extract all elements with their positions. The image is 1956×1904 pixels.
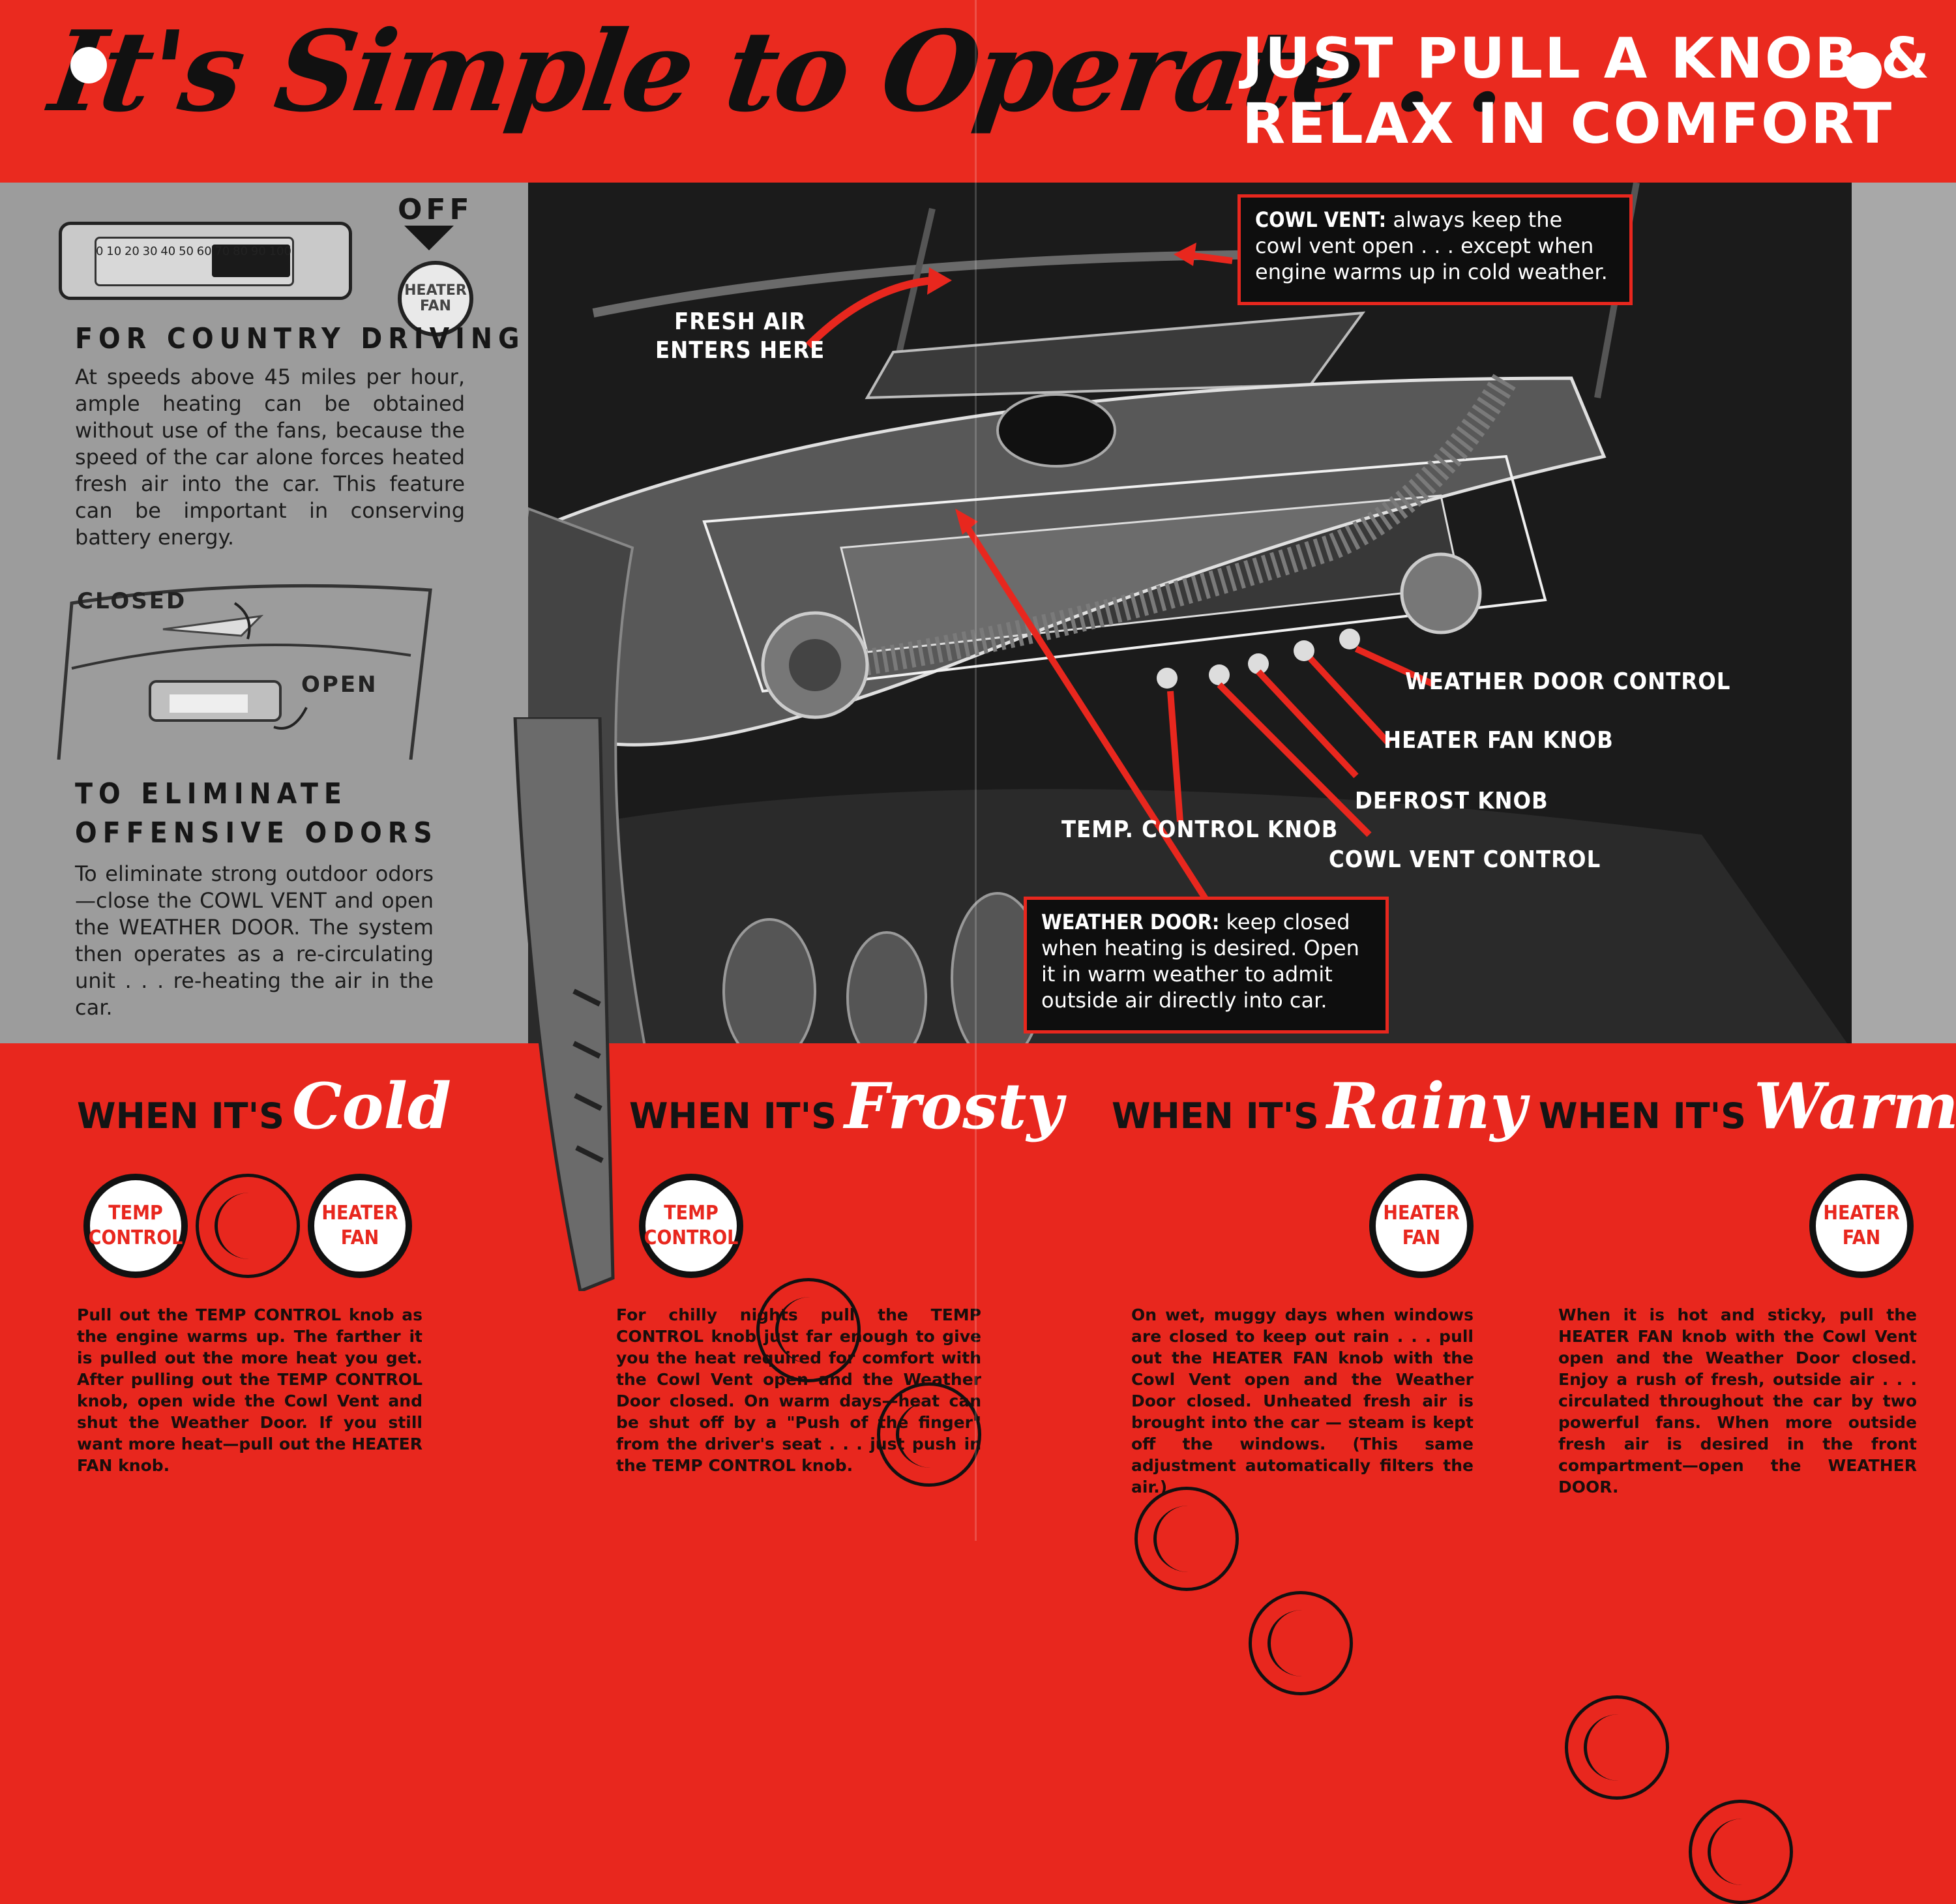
slogan-line-2: RELAX IN COMFORT <box>1242 91 1894 156</box>
knob-pulled-icon: HEATER FAN <box>1369 1174 1474 1278</box>
dial-number: 50 <box>179 245 194 258</box>
punch-hole-left <box>70 47 107 83</box>
punch-hole-right <box>1845 52 1882 89</box>
condition-text: When it is hot and sticky, pull the HEAT… <box>1558 1305 1917 1496</box>
dial-number: 80 <box>233 245 248 258</box>
open-label: OPEN <box>301 672 378 698</box>
weather-door-control-label: WEATHER DOOR CONTROL <box>1405 668 1731 695</box>
odors-heading-line-1: TO ELIMINATE <box>75 777 348 811</box>
fresh-air-line-2: ENTERS HERE <box>655 337 825 364</box>
dial-number: 20 <box>124 245 140 258</box>
off-label: OFF <box>398 193 473 226</box>
closed-label: CLOSED <box>77 588 187 614</box>
condition-text: Pull out the TEMP CONTROL knob as the en… <box>77 1305 422 1475</box>
fold-crease <box>975 0 977 1541</box>
weather-door-callout-text: keep closed when heating is desired. Ope… <box>1041 910 1359 1013</box>
heater-fan-button-icon: HEATER FAN <box>398 261 473 336</box>
knob-pushed-icon <box>756 1278 861 1382</box>
condition-word: Rainy <box>1327 1069 1527 1143</box>
knob-pulled-icon: HEATER FAN <box>1809 1174 1914 1278</box>
temp-control-knob-label: TEMP. CONTROL KNOB <box>1061 816 1339 843</box>
dashboard-illustration: FRESH AIR ENTERS HERE COWL VENT: always … <box>528 183 1852 1050</box>
knob-label: HEATER FAN <box>1823 1202 1900 1249</box>
knob-label: HEATER FAN <box>1383 1202 1460 1249</box>
knob-label: TEMP CONTROL <box>88 1202 183 1249</box>
cowl-vent-callout-text: always keep the cowl vent open . . . exc… <box>1255 207 1608 284</box>
condition-text: For chilly nights pull the TEMP CONTROL … <box>616 1305 981 1475</box>
odors-text: To eliminate strong outdoor odors —close… <box>75 861 434 1020</box>
knob-pulled-icon: TEMP CONTROL <box>83 1174 188 1278</box>
cowl-vent-callout: COWL VENT: always keep the cowl vent ope… <box>1237 194 1633 305</box>
conditions-band <box>0 1043 1956 1541</box>
knob-pushed-icon <box>1134 1487 1239 1591</box>
heater-fan-knob-label: HEATER FAN KNOB <box>1384 727 1614 754</box>
knob-pushed-icon <box>877 1382 981 1487</box>
odors-heading-line-2: OFFENSIVE ODORS <box>75 816 438 850</box>
country-driving-text: At speeds above 45 miles per hour, ample… <box>75 364 465 550</box>
dial-number: 70 <box>215 245 230 258</box>
cowl-vent-callout-title: COWL VENT: <box>1255 207 1387 232</box>
condition-word: Cold <box>292 1069 452 1143</box>
knob-pushed-icon <box>1249 1591 1353 1695</box>
weather-door-callout: WEATHER DOOR: keep closed when heating i… <box>1024 897 1389 1034</box>
right-gray-strip <box>1852 183 1956 1050</box>
dial-number: 100 <box>269 245 291 258</box>
dial-number: 30 <box>142 245 158 258</box>
dial-number: 10 <box>106 245 122 258</box>
defrost-knob-label: DEFROST KNOB <box>1355 788 1548 814</box>
header-band <box>0 0 1956 183</box>
condition-text: On wet, muggy days when windows are clos… <box>1131 1305 1474 1496</box>
dial-number: 90 <box>250 245 266 258</box>
cowl-vent-control-label: COWL VENT CONTROL <box>1329 846 1601 873</box>
knob-pulled-icon: HEATER FAN <box>308 1174 412 1278</box>
knob-label: HEATER FAN <box>321 1202 398 1249</box>
fresh-air-line-1: FRESH AIR <box>674 308 807 335</box>
knob-pushed-icon <box>1565 1695 1669 1800</box>
knob-pushed-icon <box>1689 1800 1793 1904</box>
knob-label: TEMP CONTROL <box>644 1202 739 1249</box>
country-driving-heading: FOR COUNTRY DRIVING <box>75 322 526 355</box>
arrow-down-icon <box>404 226 454 250</box>
knob-pushed-icon <box>196 1174 300 1278</box>
slogan-line-1: JUST PULL A KNOB & <box>1242 26 1932 91</box>
odors-heading: TO ELIMINATE OFFENSIVE ODORS <box>75 775 438 853</box>
weather-door-callout-title: WEATHER DOOR: <box>1041 910 1220 934</box>
fresh-air-label: FRESH AIR ENTERS HERE <box>655 308 825 365</box>
condition-prefix: WHEN IT'S <box>629 1095 837 1137</box>
condition-prefix: WHEN IT'S <box>77 1095 284 1137</box>
cowl-vent-sketch-icon <box>57 584 432 760</box>
condition-word: Warm <box>1754 1069 1956 1143</box>
condition-prefix: WHEN IT'S <box>1539 1095 1746 1137</box>
condition-prefix: WHEN IT'S <box>1112 1095 1319 1137</box>
dial-number: 0 <box>96 245 104 258</box>
dial-number: 60 <box>196 245 212 258</box>
slogan: JUST PULL A KNOB & RELAX IN COMFORT <box>1242 26 1933 156</box>
condition-word: Frosty <box>844 1069 1063 1143</box>
door-pillar-icon <box>513 717 615 1291</box>
dial-number: 40 <box>160 245 176 258</box>
knob-pulled-icon: TEMP CONTROL <box>639 1174 743 1278</box>
